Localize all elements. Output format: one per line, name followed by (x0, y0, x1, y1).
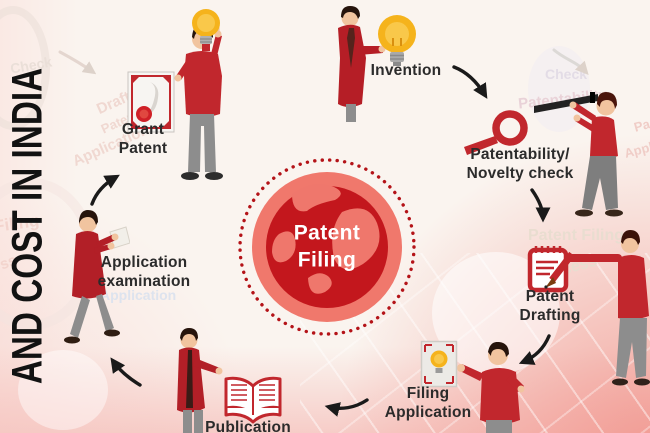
notepad-pencil-icon (527, 246, 575, 293)
person-patentability-illustration (534, 92, 623, 217)
step-label-line: Patent (118, 139, 168, 157)
person-filing-illustration (457, 342, 525, 433)
center-badge-label: Patent Filing (294, 220, 361, 275)
person-drafting-illustration (561, 230, 650, 386)
step-label-line: examination (97, 272, 191, 290)
curved-arrow-icon (324, 398, 369, 417)
step-label-line: Publication (205, 419, 291, 433)
person-figure (561, 230, 650, 386)
step-label-line: Invention (370, 62, 442, 79)
step-label-patentability: Patentability/ Novelty check (452, 146, 588, 183)
magnifier-icon (464, 110, 528, 155)
globe-icon (238, 158, 416, 336)
step-label-publication: Publication (195, 419, 301, 433)
step-label-grant: Grant Patent (103, 121, 183, 158)
person-figure (457, 342, 525, 433)
person-figure (534, 92, 623, 217)
person-figure (177, 328, 223, 433)
watermark-arrow-icon (58, 50, 97, 75)
telescope-icon (534, 94, 598, 113)
step-label-line: Grant (121, 121, 165, 138)
step-label-line: Novelty check (466, 164, 574, 182)
document-bulb-icon (420, 340, 458, 388)
curved-arrow-icon (90, 174, 120, 206)
step-label-line: Application (384, 403, 472, 421)
light-bulb-icon (378, 15, 416, 66)
person-examination-illustration (64, 210, 130, 344)
curved-arrow-icon (110, 357, 142, 387)
open-book-icon (224, 376, 282, 424)
watermark-arrow-icon (552, 48, 589, 75)
step-label-line: Filing (406, 385, 450, 402)
step-label-line: Application (100, 254, 188, 271)
center-badge-line2: Filing (297, 249, 357, 272)
light-bulb-icon (192, 9, 220, 51)
step-label-filing: Filing Application (378, 385, 478, 422)
center-badge (238, 158, 416, 336)
step-label-line: Drafting (519, 306, 581, 324)
step-label-drafting: Patent Drafting (505, 288, 595, 325)
center-badge-line1: Patent (293, 221, 361, 245)
person-publication-illustration (177, 328, 223, 433)
paper-icon (109, 226, 130, 249)
step-label-invention: Invention (350, 62, 462, 81)
watermark-text: Check (545, 66, 588, 82)
certificate-icon (127, 71, 175, 133)
step-label-examination: Application examination (90, 254, 198, 291)
person-figure (64, 210, 130, 344)
person-figure (338, 6, 386, 122)
step-label-line: Patentability/ (470, 146, 570, 163)
person-invention-illustration (338, 6, 386, 122)
step-label-line: Patent (525, 288, 575, 305)
